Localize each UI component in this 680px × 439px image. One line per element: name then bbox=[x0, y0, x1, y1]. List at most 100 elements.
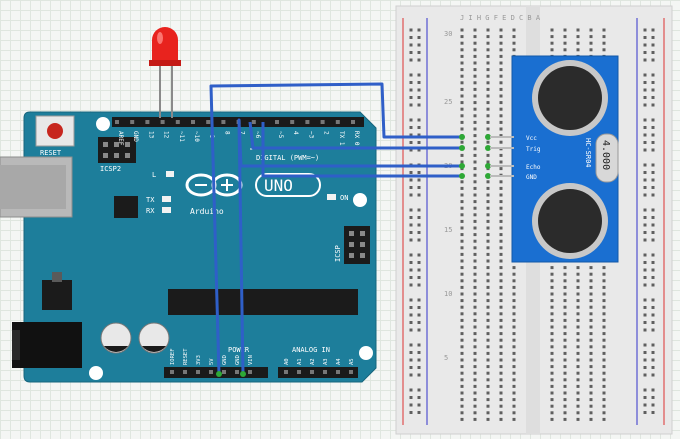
header-pin bbox=[130, 120, 135, 124]
led-on bbox=[327, 194, 336, 200]
breadboard-hole bbox=[486, 252, 490, 256]
rail-hole bbox=[643, 171, 647, 174]
breadboard-hole bbox=[486, 114, 490, 118]
breadboard-hole bbox=[512, 384, 516, 388]
rail-hole bbox=[417, 118, 421, 122]
breadboard-hole bbox=[512, 338, 516, 342]
breadboard-hole bbox=[460, 239, 464, 243]
breadboard-hole bbox=[460, 120, 464, 124]
breadboard-hole bbox=[486, 272, 490, 276]
rail-hole bbox=[417, 148, 421, 152]
row-number: 25 bbox=[444, 98, 452, 106]
dc-jack-edge bbox=[12, 330, 20, 360]
breadboard-hole bbox=[576, 384, 580, 388]
rail-hole bbox=[651, 261, 655, 264]
rail-hole bbox=[651, 231, 655, 234]
breadboard-hole bbox=[563, 378, 567, 382]
breadboard-hole bbox=[499, 127, 503, 131]
breadboard-hole bbox=[486, 239, 490, 243]
power-pin-label: GND bbox=[235, 355, 241, 365]
rail-hole bbox=[651, 238, 655, 242]
breadboard-hole bbox=[499, 404, 503, 408]
breadboard-hole bbox=[473, 233, 477, 237]
breadboard-hole bbox=[473, 417, 477, 421]
breadboard-hole bbox=[499, 233, 503, 237]
breadboard-hole bbox=[486, 206, 490, 210]
crystal-label: 4.000 bbox=[600, 140, 611, 170]
breadboard-hole bbox=[473, 68, 477, 72]
rail-hole bbox=[651, 306, 655, 309]
breadboard-hole bbox=[499, 272, 503, 276]
breadboard-hole bbox=[602, 305, 606, 309]
rail-hole bbox=[651, 96, 655, 99]
breadboard-hole bbox=[563, 41, 567, 45]
reset-button-cap[interactable] bbox=[47, 123, 63, 139]
breadboard-hole bbox=[499, 305, 503, 309]
rail-hole bbox=[651, 351, 655, 354]
breadboard-hole bbox=[473, 338, 477, 342]
breadboard-hole bbox=[602, 325, 606, 329]
breadboard-hole bbox=[499, 54, 503, 58]
rail-hole bbox=[417, 141, 421, 144]
breadboard-hole bbox=[460, 285, 464, 289]
rail-hole bbox=[417, 366, 421, 369]
rail-hole bbox=[409, 411, 413, 414]
header-pin bbox=[191, 120, 195, 124]
breadboard-hole bbox=[602, 411, 606, 415]
power-pin bbox=[196, 370, 200, 374]
power-pin bbox=[222, 370, 226, 374]
rail-hole bbox=[417, 88, 421, 92]
rail-hole bbox=[417, 321, 421, 324]
digital-pin-label: 8 bbox=[223, 131, 230, 135]
wire-ends bbox=[216, 134, 491, 377]
rail-hole bbox=[651, 148, 655, 152]
breadboard-hole bbox=[473, 285, 477, 289]
icsp-pin bbox=[360, 253, 365, 258]
rail-hole bbox=[643, 73, 647, 77]
breadboard-hole bbox=[499, 365, 503, 369]
usb-chip bbox=[114, 196, 138, 218]
breadboard-hole bbox=[460, 226, 464, 230]
rail-hole bbox=[643, 396, 647, 399]
power-header-pins bbox=[170, 370, 252, 374]
breadboard-hole bbox=[499, 153, 503, 157]
rail-hole bbox=[643, 261, 647, 264]
rail-hole bbox=[651, 36, 655, 39]
header-pin bbox=[275, 120, 279, 124]
breadboard-hole bbox=[563, 299, 567, 303]
rail-hole bbox=[409, 103, 413, 107]
breadboard-hole bbox=[460, 345, 464, 349]
rail-hole bbox=[643, 343, 647, 347]
icsp2-pin bbox=[114, 153, 119, 158]
breadboard-hole bbox=[499, 101, 503, 105]
breadboard-hole bbox=[473, 193, 477, 197]
breadboard-hole bbox=[486, 61, 490, 65]
header-pin bbox=[206, 120, 211, 124]
breadboard-hole bbox=[576, 345, 580, 349]
breadboard-hole bbox=[499, 219, 503, 223]
icsp-label: ICSP bbox=[334, 245, 342, 262]
breadboard-hole bbox=[589, 358, 593, 362]
breadboard-hole bbox=[589, 292, 593, 296]
wire-echo bbox=[261, 122, 462, 178]
breadboard-hole bbox=[512, 266, 516, 270]
breadboard-hole bbox=[473, 206, 477, 210]
breadboard-hole bbox=[473, 114, 477, 118]
breadboard-hole bbox=[473, 134, 477, 138]
rail-hole bbox=[651, 223, 655, 227]
breadboard-hole bbox=[486, 417, 490, 421]
mounting-hole bbox=[96, 117, 110, 131]
breadboard-hole bbox=[460, 279, 464, 283]
breadboard-hole bbox=[589, 384, 593, 388]
breadboard-hole bbox=[576, 279, 580, 283]
breadboard-hole bbox=[473, 272, 477, 276]
breadboard-hole bbox=[460, 180, 464, 184]
breadboard-hole bbox=[486, 312, 490, 316]
digital-pin-label: RX 0 bbox=[353, 131, 360, 146]
uno-badge bbox=[255, 173, 321, 197]
rail-hole bbox=[409, 306, 413, 309]
red-led bbox=[149, 27, 181, 118]
breadboard-hole bbox=[473, 365, 477, 369]
power-pin-label: VIN bbox=[248, 355, 254, 365]
digital-pin-label: ~3 bbox=[307, 131, 314, 139]
